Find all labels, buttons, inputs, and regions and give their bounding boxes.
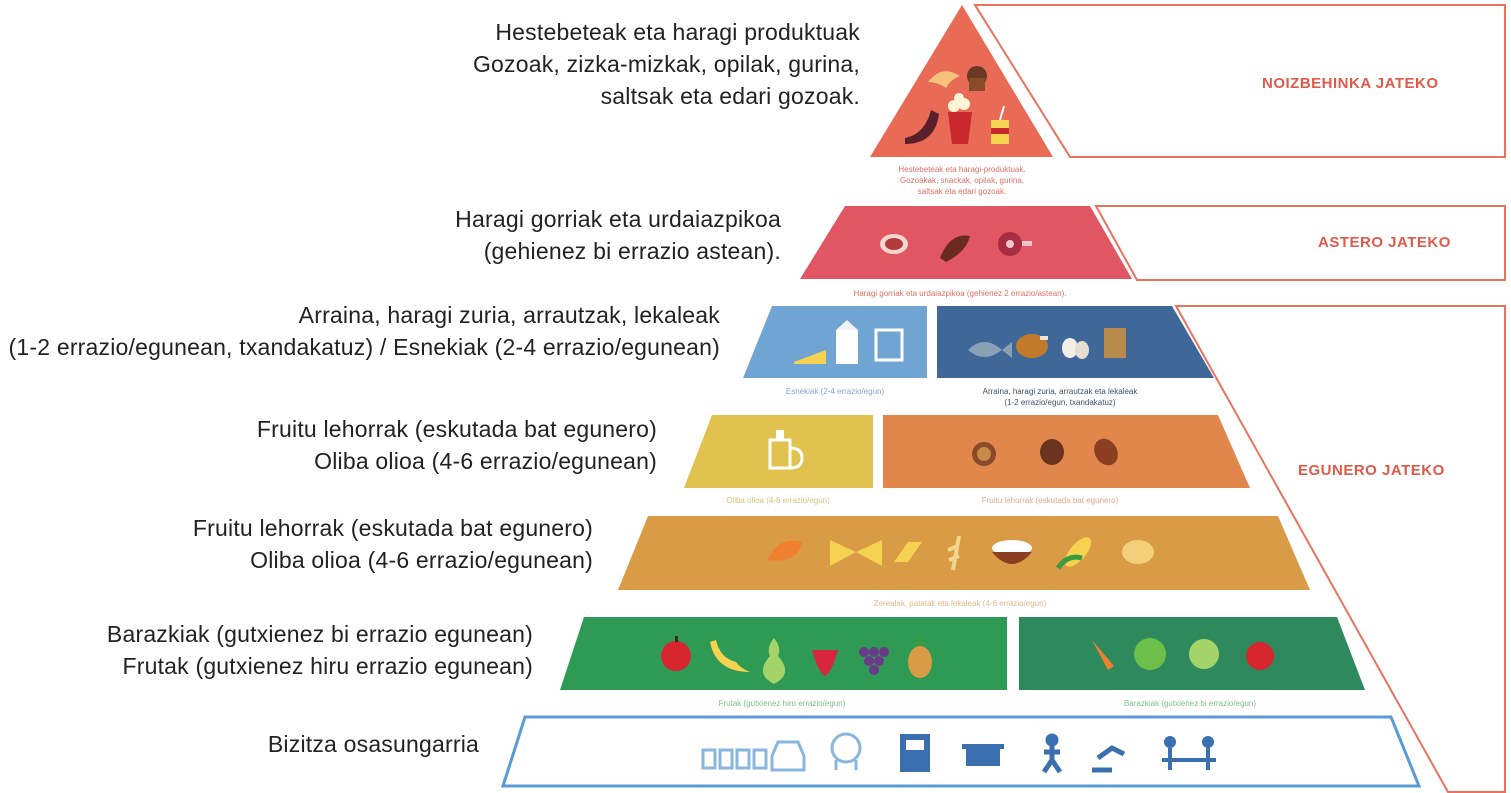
tier7-healthy-life-band <box>500 715 1422 788</box>
tier3-label-line1: Arraina, haragi zuria, arrautzak, lekale… <box>298 302 720 328</box>
tier6-fruit-vegetables-band: Frutak (gutxienez hiru errazio/egun) Bar… <box>560 617 1365 708</box>
grapes-icon <box>859 647 889 675</box>
tier1-label-line3: saltsak eta edari gozoak. <box>600 83 860 109</box>
svg-text:(1-2 errazio/egun, txandakatuz: (1-2 errazio/egun, txandakatuz) <box>1004 398 1116 407</box>
tier4-left-small-caption: Oliba olioa (4-6 errazio/egun) <box>726 496 830 505</box>
potato-icon <box>1122 540 1154 564</box>
cheese-icon <box>794 350 826 364</box>
jug-icon <box>770 740 806 772</box>
tier4-oil-section <box>684 415 873 488</box>
tier4-label-line1: Fruitu lehorrak (eskutada bat egunero) <box>256 416 657 442</box>
tier5-grains-band: Zerealak, patatak eta lekaleak (4-6 erra… <box>618 516 1310 608</box>
tier3-label-line2: (1-2 errazio/egunean, txandakatuz) / Esn… <box>8 334 720 360</box>
tier4-oil-nuts-band: Oliba olioa (4-6 errazio/egun) Fruitu le… <box>684 415 1250 505</box>
tier2-small-caption: Haragi gorriak eta urdaiazpikoa (gehiene… <box>853 289 1066 298</box>
toast-icon <box>894 542 922 562</box>
milk-carton-icon <box>836 320 858 364</box>
pasta-icon <box>830 540 882 566</box>
muffin-icon <box>967 66 987 91</box>
tomato-icon <box>1246 642 1274 670</box>
apple-icon <box>661 636 691 671</box>
eggs-icon <box>1062 338 1089 359</box>
ham-leg-icon <box>940 235 970 262</box>
carrot-icon <box>1092 640 1114 670</box>
tier1-small-caption: Hestebeteak eta haragi-produktuak. <box>898 165 1025 174</box>
band-daily-label: EGUNERO JATEKO <box>1298 462 1445 479</box>
tier1-label-line2: Gozoak, zizka-mizkak, opilak, gurina, <box>472 51 860 77</box>
family-table-icon <box>1162 736 1216 770</box>
tier6-label: Barazkiak (gutxienez bi errazio egunean)… <box>107 618 533 682</box>
broccoli-icon <box>1134 638 1166 670</box>
strawberry-icon <box>812 650 838 676</box>
daily-band-outline <box>1174 305 1506 793</box>
almond-icon <box>1094 438 1118 466</box>
tier2-label-line2: (gehienez bi errazio astean). <box>483 238 781 264</box>
band-occasional-label: NOIZBEHINKA JATEKO <box>1262 75 1439 92</box>
banana-icon <box>710 640 750 672</box>
tier3-right-small-caption: Arraina, haragi zuria, arrautzak eta lek… <box>983 387 1139 396</box>
exercise-icon <box>1041 733 1126 774</box>
pear-icon <box>762 638 786 684</box>
tier6-label-line2: Frutak (gutxienez hiru errazio egunean) <box>122 653 533 679</box>
tier5-small-caption: Zerealak, patatak eta lekaleak (4-6 erra… <box>874 599 1047 608</box>
bread-icon <box>768 540 802 561</box>
sausage-icon <box>905 110 939 144</box>
water-glasses-icon <box>701 748 768 770</box>
weekly-band-outline <box>1094 205 1506 281</box>
tier5-label: Fruitu lehorrak (eskutada bat egunero) O… <box>193 512 593 576</box>
tier1-label-line1: Hestebeteak eta haragi produktuak <box>495 19 860 45</box>
tier1-label: Hestebeteak eta haragi produktuak Gozoak… <box>473 16 860 112</box>
svg-text:saltsak eta edari gozoak.: saltsak eta edari gozoak. <box>918 187 1007 196</box>
lettuce-icon <box>1189 639 1219 669</box>
tier2-label: Haragi gorriak eta urdaiazpikoa (gehiene… <box>455 203 781 267</box>
pineapple-icon <box>908 636 932 678</box>
ham-icon <box>998 232 1032 256</box>
olive-oil-icon <box>768 430 804 470</box>
tier6-right-small-caption: Barazkiak (gutxienez bi errazio/egun) <box>1124 699 1256 708</box>
tier5-label-line2: Oliba olioa (4-6 errazio/egunean) <box>250 547 593 573</box>
tier4-label-line2: Oliba olioa (4-6 errazio/egunean) <box>314 448 657 474</box>
tier2-label-line1: Haragi gorriak eta urdaiazpikoa <box>455 206 781 232</box>
svg-text:Gozoakak, snackak, opilak, gur: Gozoakak, snackak, opilak, gurina, <box>900 176 1024 185</box>
fish-icon <box>968 342 1012 358</box>
rice-bowl-icon <box>992 540 1032 564</box>
steak-icon <box>880 234 908 254</box>
tier3-label: Arraina, haragi zuria, arrautzak, lekale… <box>9 299 720 363</box>
tier6-left-small-caption: Frutak (gutxienez hiru errazio/egun) <box>719 699 846 708</box>
tier3-dairy-section <box>743 306 927 378</box>
tier4-nuts-section <box>883 415 1250 488</box>
wheat-icon <box>947 535 961 571</box>
soda-icon <box>991 105 1009 144</box>
tier7-label: Bizitza osasungarria <box>268 728 479 760</box>
occasional-band-outline <box>973 4 1506 158</box>
tier1-sweets-triangle: Hestebeteak eta haragi-produktuak. Gozoa… <box>870 5 1053 196</box>
scale-icon <box>900 734 930 772</box>
tier6-fruit-section <box>560 617 1007 690</box>
brain-icon <box>830 732 862 770</box>
tier7-label-line1: Bizitza osasungarria <box>267 731 479 757</box>
tier5-label-line1: Fruitu lehorrak (eskutada bat egunero) <box>192 515 593 541</box>
hazelnut-icon <box>1040 439 1064 465</box>
legumes-icon <box>1104 328 1126 358</box>
croissant-icon <box>928 71 960 88</box>
tier6-label-line1: Barazkiak (gutxienez bi errazio egunean) <box>106 621 533 647</box>
yogurt-icon <box>874 328 904 362</box>
tier4-label: Fruitu lehorrak (eskutada bat egunero) O… <box>257 413 657 477</box>
chicken-icon <box>1016 334 1048 358</box>
tier2-red-meat-band: Haragi gorriak eta urdaiazpikoa (gehiene… <box>800 206 1132 298</box>
popcorn-icon <box>948 93 972 144</box>
frequency-band-outlines <box>973 4 1506 793</box>
tier4-right-small-caption: Fruitu lehorrak (eskutada bat egunero) <box>982 496 1119 505</box>
walnut-icon <box>972 442 996 466</box>
corn-icon <box>1055 537 1092 570</box>
band-weekly-label: ASTERO JATEKO <box>1318 234 1451 251</box>
cooking-pot-icon <box>962 744 1004 766</box>
tier3-left-small-caption: Esnekiak (2-4 errazio/egun) <box>786 387 885 396</box>
tier3-protein-dairy-band: Esnekiak (2-4 errazio/egun) Arraina, har… <box>743 306 1214 407</box>
